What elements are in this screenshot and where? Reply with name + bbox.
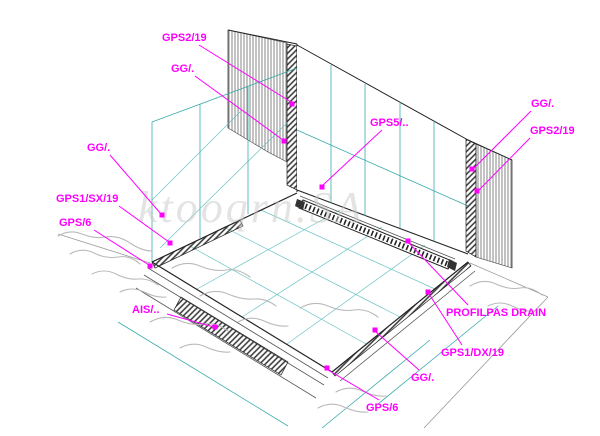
glass-reflection-line <box>151 111 241 201</box>
leader-line <box>408 242 469 306</box>
label-marker <box>474 188 480 194</box>
label-marker <box>159 212 165 218</box>
left-wall <box>227 29 298 163</box>
label-marker <box>469 166 475 172</box>
label-gps1-sx-19: GPS1/SX/19 <box>56 193 173 246</box>
label-ais: AIS/.. <box>132 304 218 330</box>
leader-line <box>327 369 380 401</box>
front-step-profile-ais <box>173 296 289 376</box>
drain-end-cap <box>295 199 305 210</box>
label-gps2-19-right: GPS2/19 <box>474 125 575 194</box>
label-gps1-dx-19: GPS1/DX/19 <box>425 289 504 359</box>
leader-line <box>198 44 292 103</box>
surface-shading-waves <box>57 231 543 413</box>
label-text: GPS1/SX/19 <box>56 193 118 205</box>
label-text: GPS2/19 <box>530 125 575 137</box>
label-text: GPS/6 <box>366 402 398 414</box>
tray-front-left-edge <box>151 261 333 373</box>
label-gps6-bottom: GPS/6 <box>324 365 398 414</box>
right-wall-base-edge <box>296 189 469 255</box>
right-wall-return <box>465 138 513 269</box>
label-text: GG/. <box>87 142 110 154</box>
label-text: GG/. <box>531 98 554 110</box>
corner-profile <box>286 43 298 192</box>
outer-floor <box>57 233 549 429</box>
right-edge-profile-gps1-dx <box>331 261 472 377</box>
label-gg-top-left: GG/. <box>171 63 287 144</box>
label-marker <box>289 101 295 107</box>
label-marker <box>425 289 431 295</box>
leader-line <box>109 154 162 215</box>
leader-line <box>478 137 531 191</box>
glass-reflection-line <box>159 121 289 249</box>
label-marker <box>324 365 330 371</box>
label-marker <box>319 184 325 190</box>
left-wall-hatch-panel <box>227 29 288 163</box>
leader-line <box>428 293 463 346</box>
label-marker <box>372 327 378 333</box>
label-text: GPS5/.. <box>370 117 409 129</box>
glass-enclosure <box>151 67 298 262</box>
right-edge-profile <box>465 138 477 258</box>
label-text: GPS1/DX/19 <box>441 347 504 359</box>
label-gg-right: GG/. <box>469 98 554 172</box>
leader-line <box>194 75 284 141</box>
label-marker <box>147 263 153 269</box>
label-text: GG/. <box>171 63 194 75</box>
label-gps2-19-left: GPS2/19 <box>162 32 295 107</box>
floor-edge-profiles <box>151 219 472 377</box>
callout-labels: GPS2/19 GG/. GPS5/.. GG/. GPS2/19 GG/. <box>56 32 575 414</box>
leader-line <box>322 129 383 186</box>
label-marker <box>281 138 287 144</box>
outer-floor-tile-joints <box>117 305 499 429</box>
label-gps5: GPS5/.. <box>319 117 409 190</box>
drain-channel <box>295 195 457 271</box>
watermark-text: ktooqrn.SA <box>138 183 365 232</box>
drain-end-cap <box>447 259 457 271</box>
right-return-hatch-panel <box>475 143 513 269</box>
right-wall <box>296 44 469 255</box>
label-text: GG/. <box>411 372 434 384</box>
label-gg-bottom: GG/. <box>372 327 434 384</box>
label-text: GPS2/19 <box>162 32 207 44</box>
label-gg-left: GG/. <box>87 142 165 218</box>
leader-line <box>118 205 170 243</box>
left-edge-profile-gps1-sx <box>151 219 244 269</box>
label-marker <box>167 240 173 246</box>
label-text: AIS/.. <box>132 304 160 316</box>
label-marker <box>405 238 411 244</box>
right-wall-tile-joints <box>296 65 469 241</box>
leader-line <box>473 110 532 169</box>
label-text: PROFILPAS DRAIN <box>446 307 546 319</box>
left-wall-top-edge <box>227 29 298 45</box>
glass-top-rail <box>151 67 298 123</box>
right-wall-top-edge <box>296 44 469 141</box>
leader-line <box>93 229 150 266</box>
label-text: GPS/6 <box>59 217 91 229</box>
label-gps6-left: GPS/6 <box>59 217 153 269</box>
drain-grate <box>300 201 452 268</box>
label-marker <box>212 324 218 330</box>
leader-line <box>166 313 215 328</box>
tray-tile-joints <box>187 209 436 345</box>
label-profilpas-drain: PROFILPAS DRAIN <box>405 238 546 319</box>
corner-profile-body <box>286 43 298 191</box>
right-wall-surface <box>297 46 468 254</box>
leader-line <box>375 331 420 371</box>
step-outer-edge <box>135 287 317 399</box>
